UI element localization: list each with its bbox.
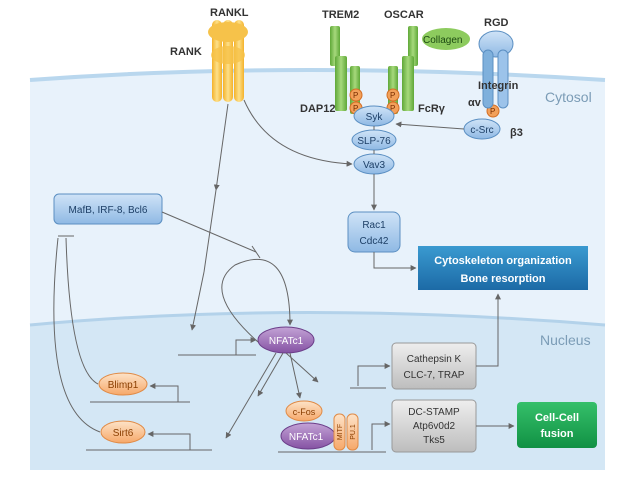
slp76-label: SLP-76 [357, 136, 391, 147]
rac1-label: Rac1 [362, 220, 386, 231]
p-label: P [353, 104, 358, 113]
mitf-label: MITF [337, 424, 344, 440]
rgd-label: RGD [484, 17, 509, 29]
cfos-label: c-Fos [293, 407, 316, 417]
nfatc1-label: NFATc1 [269, 336, 304, 347]
fusion-label-1: Cell-Cell [535, 412, 579, 424]
fusion-label-2: fusion [541, 428, 574, 440]
bone-resorption-label: Bone resorption [461, 273, 546, 285]
cytosol-label: Cytosol [545, 89, 592, 105]
syk-label: Syk [366, 112, 384, 123]
cytoskeleton-box [418, 246, 588, 290]
p-label: P [390, 91, 395, 100]
rankl-label: RANKL [210, 7, 249, 19]
mitf-node [333, 413, 346, 451]
fcry-label: FcRγ [418, 103, 446, 115]
blimp1-node [98, 372, 148, 396]
alpha-v-label: αv [468, 97, 482, 109]
p-label: P [390, 104, 395, 113]
nucleus-label: Nucleus [540, 332, 591, 348]
integrin-label: Integrin [478, 80, 519, 92]
pu1-label: PU.1 [350, 424, 357, 440]
repressors-box [53, 193, 163, 225]
dap12-label: DAP12 [300, 103, 335, 115]
p-label: P [353, 91, 358, 100]
integrin-receptor [478, 30, 514, 109]
sirt6-node [100, 420, 146, 444]
complex-nfatc1-label: NFATc1 [289, 432, 324, 443]
vav3-label: Vav3 [363, 160, 385, 171]
cfos-node [285, 400, 323, 422]
dcstamp-label: DC-STAMP [408, 407, 460, 418]
cytoskeleton-label: Cytoskeleton organization [434, 255, 572, 267]
repressors-label: MafB, IRF-8, Bcl6 [69, 205, 148, 216]
collagen-label: Collagen [423, 35, 462, 46]
oscar-label: OSCAR [384, 9, 424, 21]
csrc-label: c-Src [470, 125, 493, 136]
trem2-label: TREM2 [322, 9, 359, 21]
cathepsin-gene-box [391, 342, 477, 390]
fusion-box [517, 402, 597, 448]
pu1-node [346, 413, 359, 451]
clc7-trap-label: CLC-7, TRAP [404, 370, 465, 381]
cdc42-label: Cdc42 [360, 236, 389, 247]
rank-receptor [208, 20, 248, 102]
atp6v0d2-label: Atp6v0d2 [413, 421, 456, 432]
cathepsin-label: Cathepsin K [407, 354, 462, 365]
blimp1-label: Blimp1 [108, 380, 139, 391]
p-label: P [490, 107, 495, 116]
rank-label: RANK [170, 46, 202, 58]
pathway-connectors [53, 99, 515, 453]
beta3-label: β3 [510, 127, 523, 139]
tks5-label: Tks5 [423, 435, 445, 446]
sirt6-label: Sirt6 [113, 428, 134, 439]
